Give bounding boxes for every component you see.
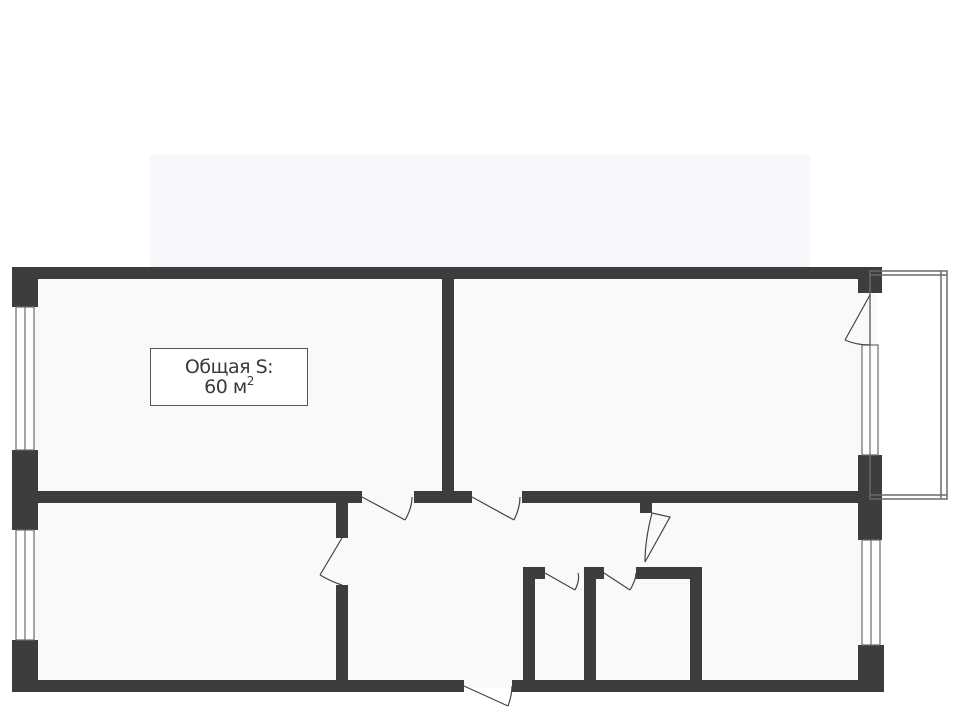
door-bath1: [544, 572, 580, 591]
wall-right-bottom-pier: [858, 645, 884, 692]
wall-bath2-east: [690, 567, 702, 685]
wall-bl-stub: [336, 503, 348, 538]
wall-bath2-top-right: [636, 567, 702, 579]
wall-bl-east: [336, 585, 348, 685]
door-bath2: [603, 572, 637, 591]
door-entrance: [463, 685, 513, 707]
wall-left-top-pier: [12, 267, 38, 307]
wall-top: [12, 267, 868, 279]
wall-bath1-west: [523, 567, 535, 685]
wall-bottom-right: [512, 680, 884, 692]
wall-bath-divider: [584, 567, 596, 685]
wall-left-bottom-pier: [12, 640, 38, 692]
wall-right-door-stub: [640, 503, 652, 513]
windows: [15, 306, 881, 646]
wall-top-divider: [442, 275, 454, 503]
wall-mid-left: [22, 491, 362, 503]
wall-mid-center: [414, 491, 472, 503]
total-area-title: Общая S:: [184, 356, 274, 378]
total-area-unit-power: 2: [246, 374, 255, 388]
door-room4: [644, 512, 671, 563]
total-area-value: 60 м: [204, 376, 247, 398]
doors: [319, 294, 871, 707]
door-room3: [319, 537, 343, 586]
total-area-value-line: 60 м2: [151, 374, 307, 398]
wall-mid-right: [522, 491, 867, 503]
door-room1: [361, 496, 413, 521]
wall-bath2-top-left: [584, 567, 604, 579]
wall-bottom-left: [12, 680, 464, 692]
door-balcony: [844, 294, 871, 346]
door-room2: [471, 496, 521, 521]
wall-left-mid-pier: [12, 450, 38, 530]
wall-bath1-top: [523, 567, 545, 579]
total-area-label: Общая S: 60 м2: [150, 348, 308, 406]
